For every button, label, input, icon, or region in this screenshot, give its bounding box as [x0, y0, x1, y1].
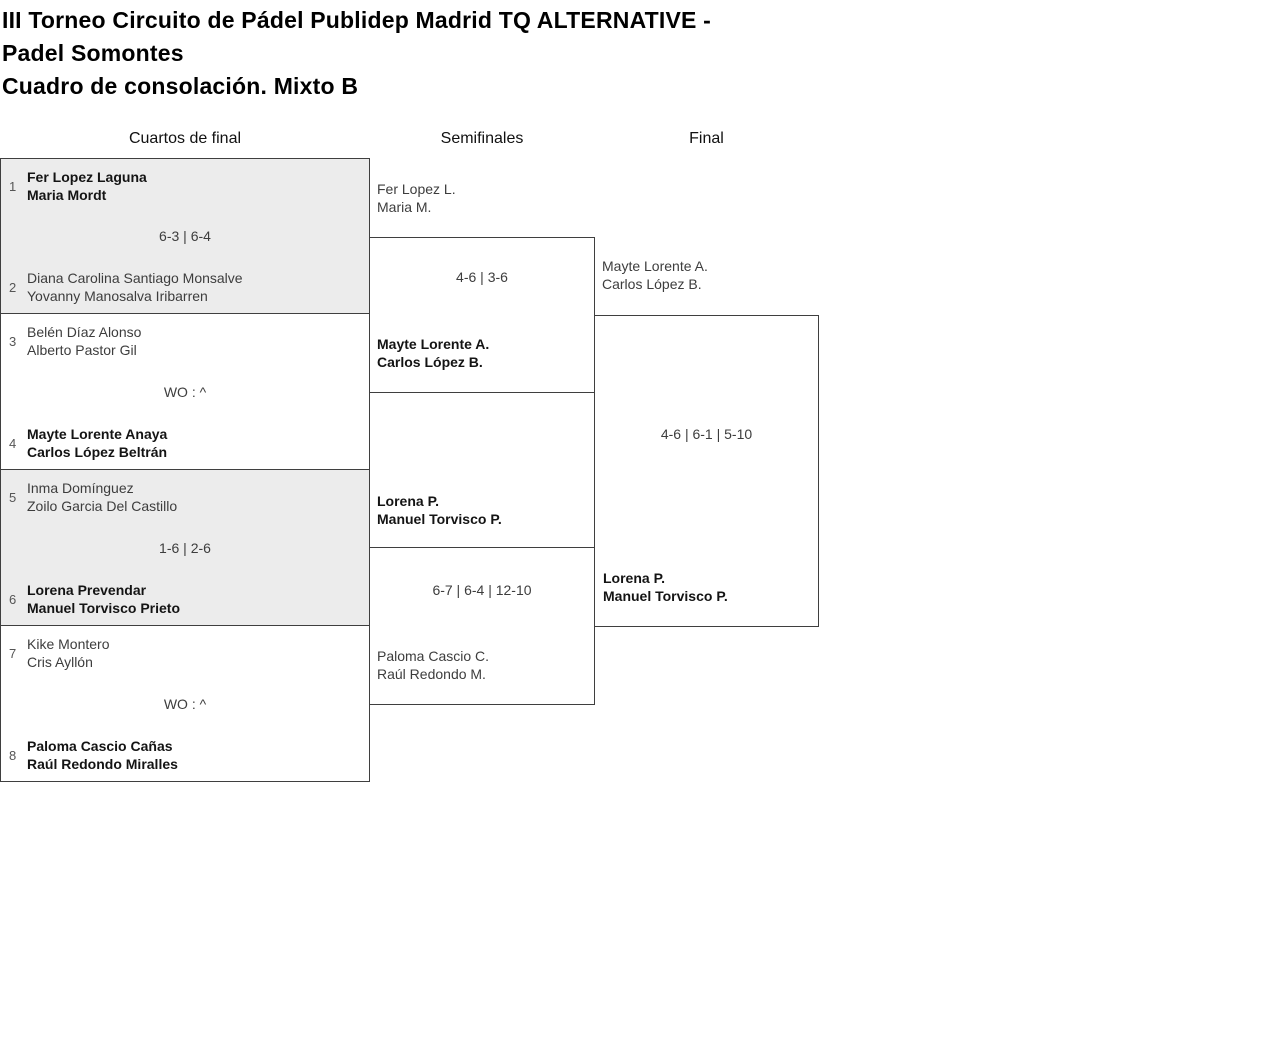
player-name: Raúl Redondo M.: [377, 666, 486, 682]
team-names: Diana Carolina Santiago Monsalve Yovanny…: [27, 269, 243, 305]
team-row: 7 Kike Montero Cris Ayllón: [9, 635, 363, 671]
match-quarterfinal-4: 7 Kike Montero Cris Ayllón WO : ^ 8 Palo…: [0, 625, 370, 782]
final-bottom-team: Lorena P. Manuel Torvisco P.: [603, 569, 728, 605]
team-row: 5 Inma Domínguez Zoilo Garcia Del Castil…: [9, 479, 363, 515]
match-score: 4-6 | 3-6: [456, 269, 508, 285]
player-name: Zoilo Garcia Del Castillo: [27, 498, 178, 514]
round-header-quarterfinals: Cuartos de final: [128, 130, 242, 147]
seed-number: 3: [9, 333, 17, 349]
match-quarterfinal-2: 3 Belén Díaz Alonso Alberto Pastor Gil W…: [0, 313, 370, 470]
player-name: Lorena P.: [377, 493, 439, 509]
seed-number: 1: [9, 178, 17, 194]
match-score: WO : ^: [163, 695, 207, 712]
player-name: Manuel Torvisco Prieto: [27, 600, 180, 616]
seed-number: 6: [9, 591, 17, 607]
semifinal-2-bottom-team: Paloma Cascio C. Raúl Redondo M.: [377, 647, 489, 683]
match-score: WO : ^: [163, 383, 207, 400]
player-name: Yovanny Manosalva Iribarren: [27, 288, 208, 304]
player-name: Paloma Cascio C.: [377, 648, 490, 664]
player-name: Mayte Lorente Anaya: [27, 426, 168, 442]
round-header-final: Final: [689, 130, 724, 147]
match-quarterfinal-1: 1 Fer Lopez Laguna Maria Mordt 6-3 | 6-4…: [0, 158, 370, 314]
match-quarterfinal-3: 5 Inma Domínguez Zoilo Garcia Del Castil…: [0, 469, 370, 626]
round-header-semifinals: Semifinales: [440, 130, 524, 147]
player-name: Manuel Torvisco P.: [603, 588, 728, 604]
player-name: Manuel Torvisco P.: [377, 511, 502, 527]
match-score: 4-6 | 6-1 | 5-10: [660, 426, 753, 442]
player-name: Carlos López B.: [602, 276, 702, 292]
seed-number: 5: [9, 489, 17, 505]
team-names: Mayte Lorente Anaya Carlos López Beltrán: [27, 425, 167, 461]
team-names: Paloma Cascio Cañas Raúl Redondo Miralle…: [27, 737, 178, 773]
team-row: 6 Lorena Prevendar Manuel Torvisco Priet…: [9, 581, 363, 617]
title-line: Cuadro de consolación. Mixto B: [2, 73, 359, 99]
player-name: Carlos López B.: [377, 354, 483, 370]
player-name: Belén Díaz Alonso: [27, 324, 142, 340]
page-title: III Torneo Circuito de Pádel Publidep Ma…: [2, 4, 711, 103]
match-semifinal-1: 4-6 | 3-6 Mayte Lorente A. Carlos López …: [369, 237, 595, 393]
title-line: III Torneo Circuito de Pádel Publidep Ma…: [2, 7, 712, 33]
final-top-team: Mayte Lorente A. Carlos López B.: [602, 257, 708, 293]
semifinal-1-bottom-team: Mayte Lorente A. Carlos López B.: [377, 335, 489, 371]
player-name: Paloma Cascio Cañas: [27, 738, 173, 754]
match-final: 4-6 | 6-1 | 5-10 Lorena P. Manuel Torvis…: [594, 315, 819, 627]
player-name: Inma Domínguez: [27, 480, 134, 496]
match-semifinal-2: 6-7 | 6-4 | 12-10 Paloma Cascio C. Raúl …: [369, 547, 595, 705]
player-name: Lorena P.: [603, 570, 665, 586]
semifinal-1-top-team: Fer Lopez L. Maria M.: [377, 180, 456, 216]
team-names: Belén Díaz Alonso Alberto Pastor Gil: [27, 323, 141, 359]
player-name: Raúl Redondo Miralles: [27, 756, 178, 772]
team-row: 3 Belén Díaz Alonso Alberto Pastor Gil: [9, 323, 363, 359]
team-row: 2 Diana Carolina Santiago Monsalve Yovan…: [9, 269, 363, 305]
semifinal-2-top-team: Lorena P. Manuel Torvisco P.: [377, 492, 502, 528]
seed-number: 7: [9, 645, 17, 661]
title-line: Padel Somontes: [2, 40, 184, 66]
player-name: Carlos López Beltrán: [27, 444, 168, 460]
seed-number: 2: [9, 279, 17, 295]
player-name: Alberto Pastor Gil: [27, 342, 137, 358]
player-name: Diana Carolina Santiago Monsalve: [27, 270, 243, 286]
player-name: Kike Montero: [27, 636, 110, 652]
player-name: Mayte Lorente A.: [602, 258, 708, 274]
match-score: 6-3 | 6-4: [159, 228, 211, 244]
team-row: 4 Mayte Lorente Anaya Carlos López Beltr…: [9, 425, 363, 461]
player-name: Cris Ayllón: [27, 654, 93, 670]
team-row: 8 Paloma Cascio Cañas Raúl Redondo Miral…: [9, 737, 363, 773]
team-names: Fer Lopez Laguna Maria Mordt: [27, 168, 147, 204]
team-row: 1 Fer Lopez Laguna Maria Mordt: [9, 168, 363, 204]
match-score: 6-7 | 6-4 | 12-10: [432, 582, 532, 598]
team-names: Inma Domínguez Zoilo Garcia Del Castillo: [27, 479, 177, 515]
team-names: Lorena Prevendar Manuel Torvisco Prieto: [27, 581, 180, 617]
player-name: Lorena Prevendar: [27, 582, 147, 598]
player-name: Maria M.: [377, 199, 432, 215]
player-name: Fer Lopez Laguna: [27, 169, 147, 185]
player-name: Fer Lopez L.: [377, 181, 456, 197]
player-name: Mayte Lorente A.: [377, 336, 490, 352]
player-name: Maria Mordt: [27, 187, 107, 203]
match-score: 1-6 | 2-6: [159, 539, 211, 556]
team-names: Kike Montero Cris Ayllón: [27, 635, 109, 671]
seed-number: 8: [9, 747, 17, 763]
seed-number: 4: [9, 435, 17, 451]
